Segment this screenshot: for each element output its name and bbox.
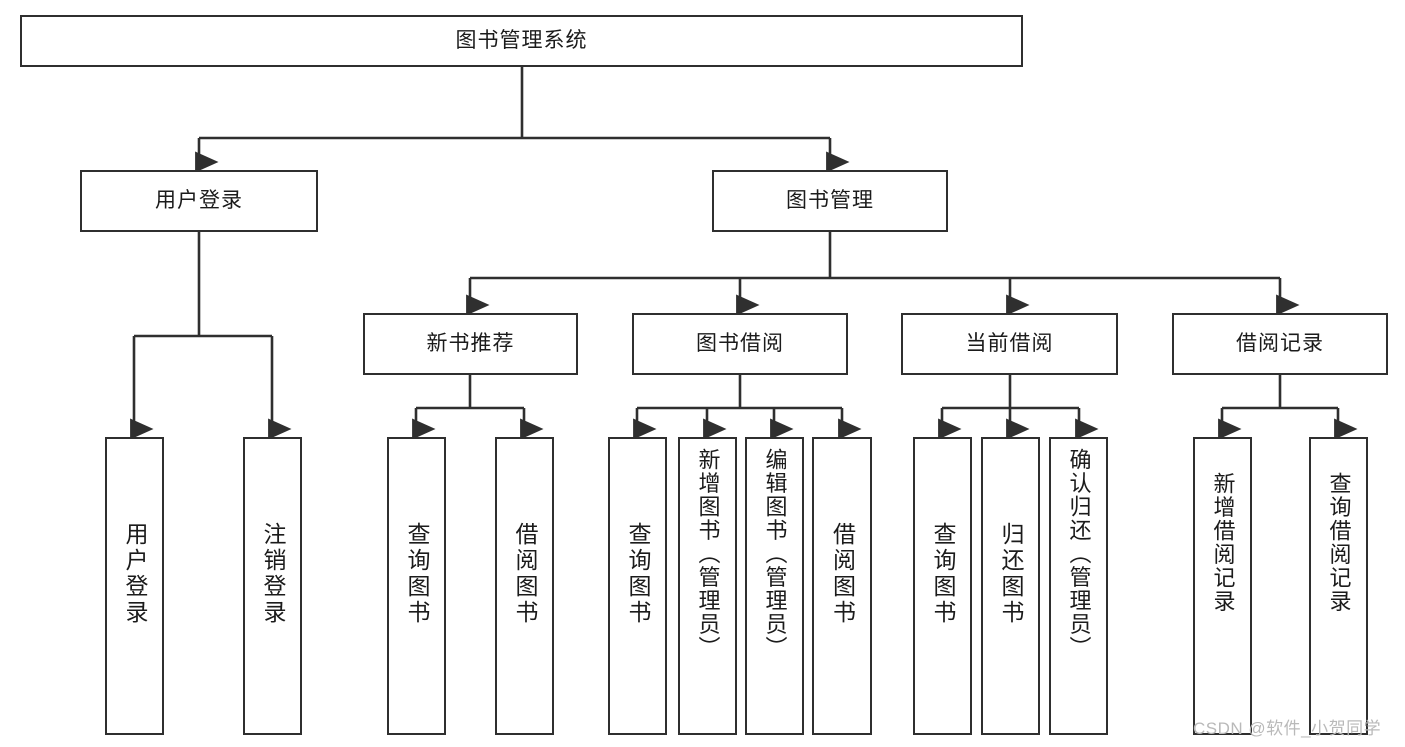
node-root-system[interactable]: 图书管理系统 xyxy=(20,15,1023,67)
node-new-book-rec[interactable]: 新书推荐 xyxy=(363,313,578,375)
node-label: 查询图书 xyxy=(625,522,651,626)
leaf-return-book[interactable]: 归还图书 xyxy=(981,437,1040,735)
node-borrow-record[interactable]: 借阅记录 xyxy=(1172,313,1388,375)
leaf-edit-book[interactable]: 编辑图书（管理员） xyxy=(745,437,804,735)
node-label: 图书管理 xyxy=(786,189,874,213)
node-label: 当前借阅 xyxy=(965,332,1054,356)
node-label: 新书推荐 xyxy=(426,332,515,356)
leaf-query-book-2[interactable]: 查询图书 xyxy=(608,437,667,735)
node-label: 用户登录 xyxy=(155,189,243,213)
node-label: 归还图书 xyxy=(998,522,1024,626)
leaf-query-record[interactable]: 查询借阅记录 xyxy=(1309,437,1368,735)
node-label: 新增借阅记录 xyxy=(1210,472,1236,613)
leaf-add-book[interactable]: 新增图书（管理员） xyxy=(678,437,737,735)
node-label: 新增图书（管理员） xyxy=(695,448,721,660)
node-label: 图书管理系统 xyxy=(455,29,588,53)
node-label: 确认归还（管理员） xyxy=(1066,448,1092,660)
node-label: 编辑图书（管理员） xyxy=(762,448,788,660)
leaf-query-book-3[interactable]: 查询图书 xyxy=(913,437,972,735)
node-label: 查询图书 xyxy=(404,522,430,626)
leaf-borrow-book-1[interactable]: 借阅图书 xyxy=(495,437,554,735)
node-label: 借阅图书 xyxy=(829,522,856,626)
node-book-manage[interactable]: 图书管理 xyxy=(712,170,948,232)
leaf-user-login[interactable]: 用户登录 xyxy=(105,437,164,735)
leaf-add-record[interactable]: 新增借阅记录 xyxy=(1193,437,1252,735)
node-label: 查询图书 xyxy=(930,522,956,626)
leaf-borrow-book-2[interactable]: 借阅图书 xyxy=(812,437,872,735)
leaf-user-logout[interactable]: 注销登录 xyxy=(243,437,302,735)
node-user-login[interactable]: 用户登录 xyxy=(80,170,318,232)
leaf-query-book-1[interactable]: 查询图书 xyxy=(387,437,446,735)
node-label: 用户登录 xyxy=(122,522,148,626)
leaf-confirm-return[interactable]: 确认归还（管理员） xyxy=(1049,437,1108,735)
node-label: 图书借阅 xyxy=(696,332,784,356)
node-label: 查询借阅记录 xyxy=(1326,472,1352,613)
node-label: 借阅记录 xyxy=(1236,332,1324,356)
csdn-watermark: CSDN @软件_小贺同学 xyxy=(1193,719,1382,738)
node-label: 注销登录 xyxy=(260,522,286,626)
node-book-borrow[interactable]: 图书借阅 xyxy=(632,313,848,375)
node-current-borrow[interactable]: 当前借阅 xyxy=(901,313,1118,375)
node-label: 借阅图书 xyxy=(512,522,538,626)
